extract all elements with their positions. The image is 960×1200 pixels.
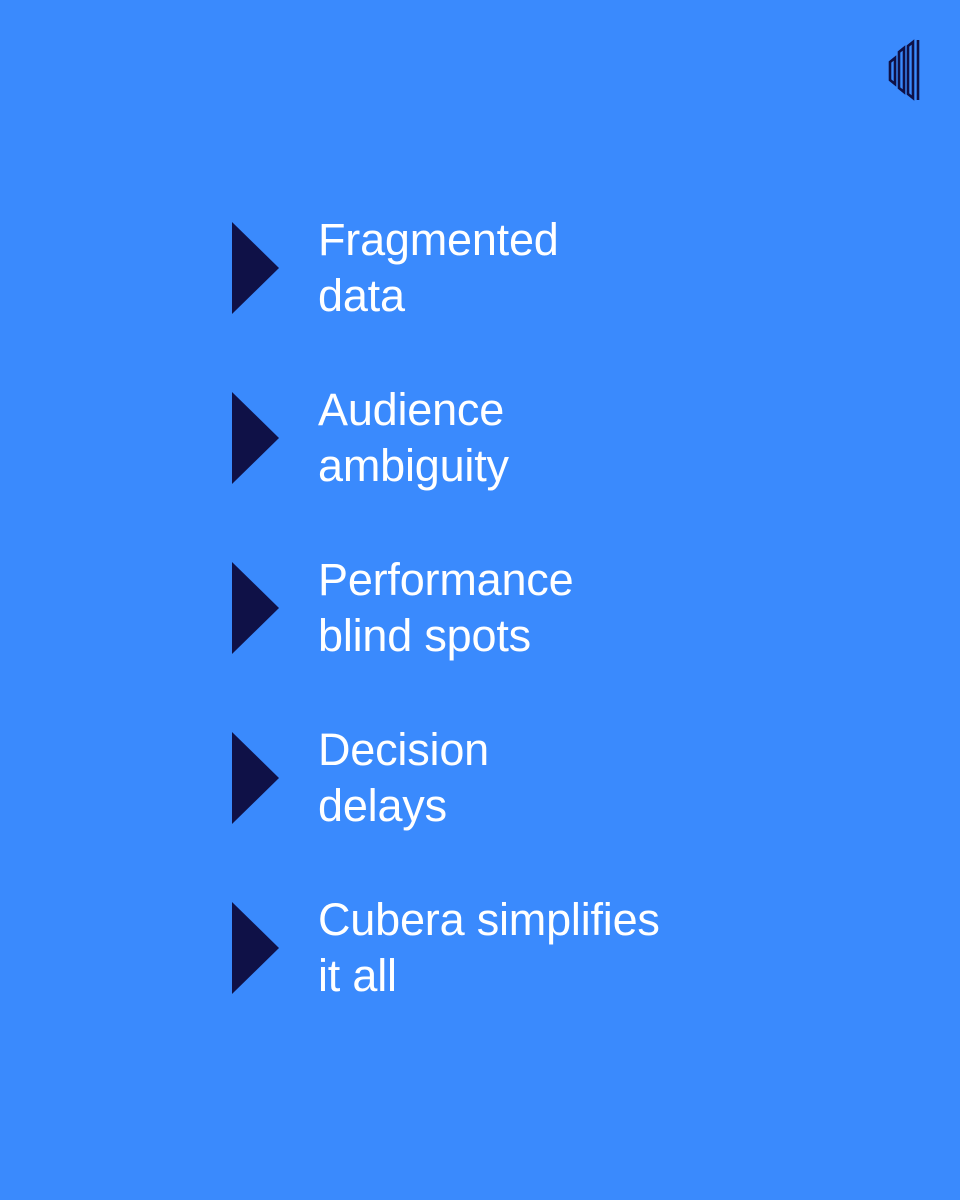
list-item-line: Performance	[318, 554, 574, 605]
list-item: Decision delays	[230, 724, 850, 902]
list-item-line: Cubera simplifies	[318, 894, 660, 945]
triangle-right-icon	[232, 392, 279, 484]
list-item-label: Performance blind spots	[318, 552, 574, 664]
triangle-right-icon	[232, 562, 279, 654]
triangle-right-icon	[232, 732, 279, 824]
list-item-line: ambiguity	[318, 440, 509, 491]
brand-logo-icon	[888, 39, 920, 101]
list-item: Fragmented data	[230, 214, 850, 392]
list-item: Performance blind spots	[230, 554, 850, 732]
list-item: Audience ambiguity	[230, 384, 850, 562]
list-item-line: delays	[318, 780, 447, 831]
triangle-right-icon	[232, 902, 279, 994]
list-item-line: it all	[318, 950, 397, 1001]
list-item-label: Cubera simplifies it all	[318, 892, 660, 1004]
list-item-line: data	[318, 270, 405, 321]
list-item-line: Audience	[318, 384, 505, 435]
list-item-label: Fragmented data	[318, 212, 559, 324]
list-item-line: blind spots	[318, 610, 531, 661]
list-item-line: Decision	[318, 724, 489, 775]
list-item-line: Fragmented	[318, 214, 559, 265]
problem-list: Fragmented data Audience ambiguity Perfo…	[230, 214, 850, 1072]
list-item-label: Audience ambiguity	[318, 382, 509, 494]
list-item: Cubera simplifies it all	[230, 894, 850, 1072]
triangle-right-icon	[232, 222, 279, 314]
list-item-label: Decision delays	[318, 722, 489, 834]
